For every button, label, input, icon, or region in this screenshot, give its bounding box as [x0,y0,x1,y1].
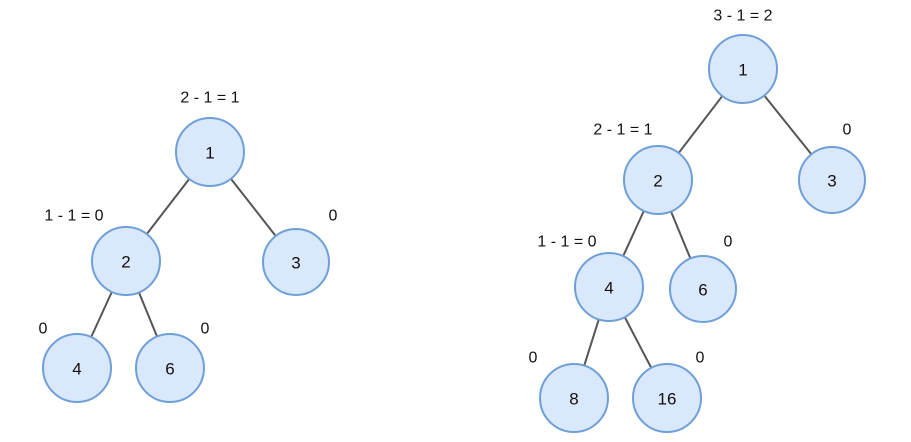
node-value-label: 4 [72,360,81,379]
left-tree-edges [89,176,278,339]
tree-edge [582,317,601,368]
tree-edge [229,176,278,238]
node-circle[interactable] [91,226,161,296]
node-balance-factor-label: 0 [39,321,48,338]
node-balance-factor-label: 1 - 1 = 0 [44,208,103,225]
node-value-label: 6 [165,360,174,379]
tree-node[interactable]: 2 2 - 1 = 1 [593,122,693,215]
node-value-label: 8 [569,390,578,409]
tree-edge [145,177,191,236]
node-circle[interactable] [798,146,866,214]
node-balance-factor-label: 0 [329,208,338,225]
node-circle[interactable] [632,363,702,433]
node-circle[interactable] [623,145,693,215]
tree-node[interactable]: 1 2 - 1 = 1 [175,90,245,187]
node-value-label: 3 [291,254,300,273]
tree-edge [677,94,724,155]
tree-node[interactable]: 60 [669,234,737,323]
node-balance-factor-label: 0 [724,234,733,251]
node-value-label: 6 [698,281,707,300]
tree-edge [669,209,692,261]
node-balance-factor-label: 2 - 1 = 1 [593,122,652,139]
node-value-label: 2 [653,172,662,191]
tree-node[interactable]: 16 0 [632,350,705,433]
tree-edge [762,93,813,157]
node-balance-factor-label: 1 - 1 = 0 [537,234,596,251]
tree-node[interactable]: 40 [39,321,112,403]
node-value-label: 1 [205,144,214,163]
tree-node[interactable]: 2 1 - 1 = 0 [44,208,161,296]
tree-node[interactable]: 4 1 - 1 = 0 [537,234,644,322]
tree-node[interactable]: 1 3 - 1 = 2 [708,8,778,104]
node-balance-factor-label: 0 [843,122,852,139]
tree-node[interactable]: 30 [798,122,866,214]
node-circle[interactable] [574,252,644,322]
node-value-label: 2 [121,253,130,272]
node-circle[interactable] [539,363,609,433]
node-balance-factor-label: 3 - 1 = 2 [713,8,772,25]
node-value-label: 1 [738,61,747,80]
tree-edge [137,290,159,339]
node-circle[interactable] [175,117,245,187]
tree-edge [89,290,114,339]
right-tree-edges [582,93,813,370]
node-value-label: 16 [658,390,677,409]
tree-edge [623,315,653,370]
node-value-label: 3 [827,172,836,191]
tree-node[interactable]: 60 [135,321,210,403]
node-balance-factor-label: 0 [529,350,538,367]
node-circle[interactable] [42,333,112,403]
node-circle[interactable] [135,333,205,403]
node-circle[interactable] [708,34,778,104]
tree-edge [621,209,646,258]
node-balance-factor-label: 0 [696,350,705,367]
node-circle[interactable] [669,255,737,323]
node-value-label: 4 [604,279,613,298]
tree-node[interactable]: 30 [262,208,338,296]
node-balance-factor-label: 0 [201,321,210,338]
node-circle[interactable] [262,228,330,296]
tree-node[interactable]: 80 [529,350,609,433]
node-balance-factor-label: 2 - 1 = 1 [180,90,239,107]
